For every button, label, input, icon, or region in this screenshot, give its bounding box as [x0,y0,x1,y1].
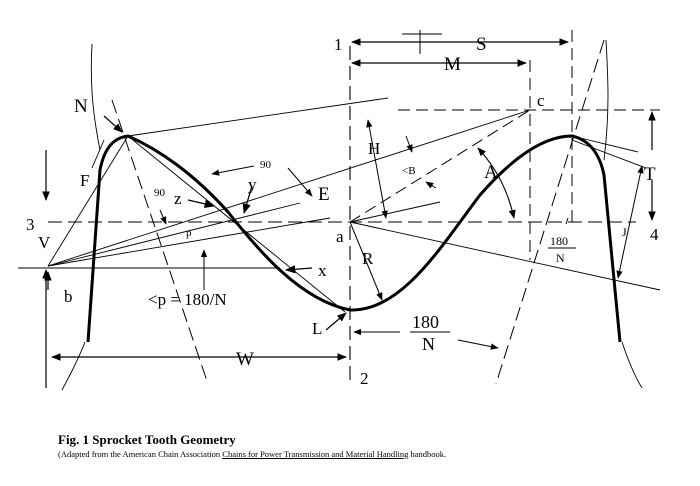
arrow-frac-small [565,217,569,225]
arrow-frac-big [457,339,499,350]
line-a-to-j [349,221,661,291]
label-ninety-side: 90 [154,187,166,199]
arrow-b-2 [425,181,437,189]
arrow-e [287,167,313,197]
dimension-j [616,165,644,279]
flank-curve-left [61,341,86,391]
label-m: M [444,54,461,75]
arrow-z [187,199,216,208]
arrow-x [284,265,313,274]
caption-note-suffix: handbook. [408,449,447,459]
label-s: S [476,34,487,55]
label-two: 2 [360,369,369,388]
label-r: R [362,249,374,268]
arrow-b [405,135,413,153]
diagonal-a-c-dashed [349,109,531,223]
line-v-to-n [47,135,129,267]
caption-title: Fig. 1 Sprocket Tooth Geometry [58,432,236,447]
line-n-to-l [127,135,346,313]
label-b: b [64,287,73,306]
caption-note-prefix: (Adapted from the American Chain Associa… [58,449,223,459]
arrow-y [242,185,253,214]
label-x: x [318,261,327,280]
label-w: W [236,349,254,370]
diagonal-left-dashed [111,99,209,385]
flank-curve-right [621,341,643,389]
label-t: T [644,164,656,185]
label-z: z [174,189,182,208]
arrow-n [103,115,123,133]
caption-book-title: Chains for Power Transmission and Materi… [222,449,409,459]
label-three: 3 [26,215,35,234]
label-e: E [318,184,330,205]
caption-note: (Adapted from the American Chain Associa… [58,449,678,460]
label-frac-big-num: 180 [412,312,439,332]
line-n-to-h [127,97,389,137]
label-ninety-top: 90 [260,159,272,171]
label-one: 1 [334,35,343,54]
line-a-to-h [349,201,441,223]
label-angle-a: A [484,162,498,183]
arrow-l [325,312,347,331]
label-f: F [80,171,89,190]
label-frac-big-den: N [422,334,435,354]
label-a-point: a [336,227,344,246]
label-p-small: p [186,227,192,239]
sprocket-tooth-diagram: N F 3 V b z y 90 90 p <p = 180/N W L x E… [18,30,661,391]
line-f-stub [91,139,105,169]
line-v-to-e [47,202,301,267]
label-p-formula: <p = 180/N [148,290,227,309]
line-v-to-c [47,109,531,267]
diagonal-right-dashed [495,39,605,385]
label-four: 4 [650,225,659,244]
label-v: V [38,233,51,252]
label-n: N [74,96,88,117]
arrow-90-side [159,209,167,225]
flank-curve-right-top [603,39,609,161]
dimension-h [366,119,388,219]
label-frac-small-den: N [556,251,565,265]
arrow-90-top [211,165,255,176]
line-tooth-tip-t [571,135,639,153]
label-j: J [622,225,627,239]
flank-curve-left-top [90,43,101,151]
line-tooth-tip-t2 [571,139,647,169]
label-l: L [312,319,322,338]
arc-a [477,147,516,219]
label-c: c [537,91,545,110]
figure-caption: Fig. 1 Sprocket Tooth Geometry (Adapted … [58,432,678,460]
label-y: y [248,175,257,194]
label-h: H [368,139,380,158]
label-angle-b: <B [402,165,416,177]
line-v-to-p [47,217,331,267]
label-frac-small-num: 180 [550,234,568,248]
line-r-arm [349,221,383,301]
